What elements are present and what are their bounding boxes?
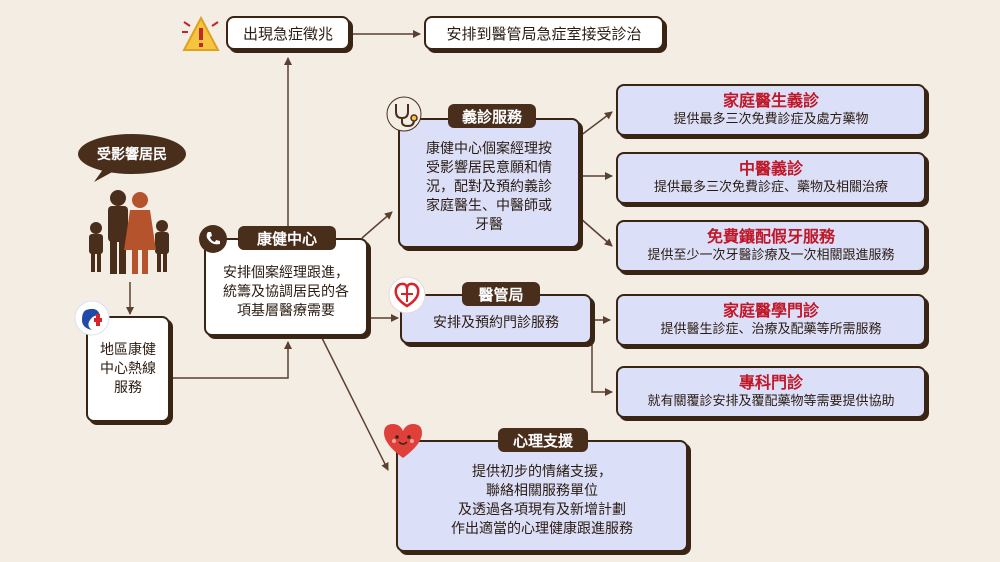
arrow-volunteer-family (579, 111, 613, 137)
service-fmc-desc: 提供醫生診症、治療及配藥等所需服務 (660, 322, 882, 337)
psych-line-4: 作出適當的心理健康跟進服務 (451, 521, 633, 537)
service-family-doctor: 家庭醫生義診 提供最多三次免費診症及處方藥物 (616, 84, 926, 136)
service-fmc: 家庭醫學門診 提供醫生診症、治療及配藥等所需服務 (616, 294, 926, 346)
service-sopc-title: 專科門診 (738, 373, 803, 392)
ha-title: 醫管局 (462, 282, 540, 306)
family-icon (84, 188, 176, 278)
phone-icon (198, 224, 228, 254)
arrow-volunteer-denture (579, 217, 613, 247)
resident-bubble: 受影響居民 (76, 132, 188, 184)
dhc-line-2: 統籌及協調居民的各 (223, 283, 349, 300)
arrow-dhc-psych (321, 337, 389, 471)
hotline-box: 地區康健 中心熱線 服務 (86, 316, 170, 422)
hotline-line-1: 地區康健 (100, 341, 156, 358)
emergency-box: 安排到醫管局急症室接受診治 (424, 16, 664, 50)
dhc-line-1: 安排個案經理跟進， (223, 264, 349, 281)
volunteer-title: 義診服務 (448, 104, 536, 128)
service-denture-desc: 提供至少一次牙醫診療及一次相關跟進服務 (647, 248, 895, 263)
volunteer-line-4: 家庭醫生、中醫師或 (426, 197, 552, 214)
psych-line-2: 聯絡相關服務單位 (486, 483, 598, 499)
hotline-line-3: 服務 (114, 379, 142, 396)
arrow-dhc-volunteer (361, 211, 393, 239)
warning-icon (180, 12, 222, 56)
volunteer-line-2: 受影響居民意願和情 (426, 159, 552, 176)
volunteer-line-5: 牙醫 (475, 216, 503, 233)
psych-line-1: 提供初步的情緒支援， (472, 464, 612, 480)
hotline-line-2: 中心熱線 (100, 360, 156, 377)
service-family-doctor-desc: 提供最多三次免費診症及處方藥物 (673, 112, 869, 127)
heart-icon (380, 420, 426, 462)
ha-desc: 安排及預約門診服務 (433, 314, 559, 331)
resident-label: 受影響居民 (97, 147, 167, 163)
service-denture: 免費鑲配假牙服務 提供至少一次牙醫診療及一次相關跟進服務 (616, 220, 926, 272)
psych-title: 心理支援 (498, 428, 588, 452)
dhc-logo-icon (74, 300, 110, 336)
arrow-ha-sopc (591, 330, 613, 396)
service-tcm-title: 中醫義診 (738, 159, 803, 178)
warning-box: 出現急症徵兆 (226, 16, 350, 50)
service-sopc-desc: 就有關覆診安排及覆配藥物等需要提供協助 (647, 394, 895, 409)
volunteer-box: 康健中心個案經理按 受影響居民意願和情 況，配對及預約義診 家庭醫生、中醫師或 … (398, 118, 580, 248)
service-sopc: 專科門診 就有關覆診安排及覆配藥物等需要提供協助 (616, 366, 926, 418)
arrow-hotline-dhc (170, 341, 292, 379)
dhc-title: 康健中心 (238, 226, 336, 250)
volunteer-line-1: 康健中心個案經理按 (426, 140, 552, 157)
psych-box: 提供初步的情緒支援， 聯絡相關服務單位 及透過各項現有及新增計劃 作出適當的心理… (396, 440, 688, 552)
service-tcm-desc: 提供最多三次免費診症、藥物及相關治療 (653, 180, 888, 195)
service-fmc-title: 家庭醫學門診 (722, 301, 819, 320)
psych-title-text: 心理支援 (512, 431, 573, 450)
dhc-box: 安排個案經理跟進， 統籌及協調居民的各 項基層醫療需要 (204, 238, 368, 336)
ha-logo-icon (388, 276, 426, 314)
service-denture-title: 免費鑲配假牙服務 (706, 227, 835, 246)
service-tcm: 中醫義診 提供最多三次免費診症、藥物及相關治療 (616, 152, 926, 204)
emergency-label: 安排到醫管局急症室接受診治 (446, 24, 642, 43)
stethoscope-icon (386, 96, 422, 132)
service-family-doctor-title: 家庭醫生義診 (722, 91, 819, 110)
dhc-title-text: 康健中心 (256, 229, 317, 248)
volunteer-title-text: 義診服務 (461, 107, 522, 126)
ha-title-text: 醫管局 (478, 285, 524, 304)
dhc-line-3: 項基層醫療需要 (237, 302, 335, 319)
warning-label: 出現急症徵兆 (242, 24, 333, 43)
volunteer-line-3: 況，配對及預約義診 (426, 178, 552, 195)
psych-line-3: 及透過各項現有及新增計劃 (458, 502, 626, 518)
